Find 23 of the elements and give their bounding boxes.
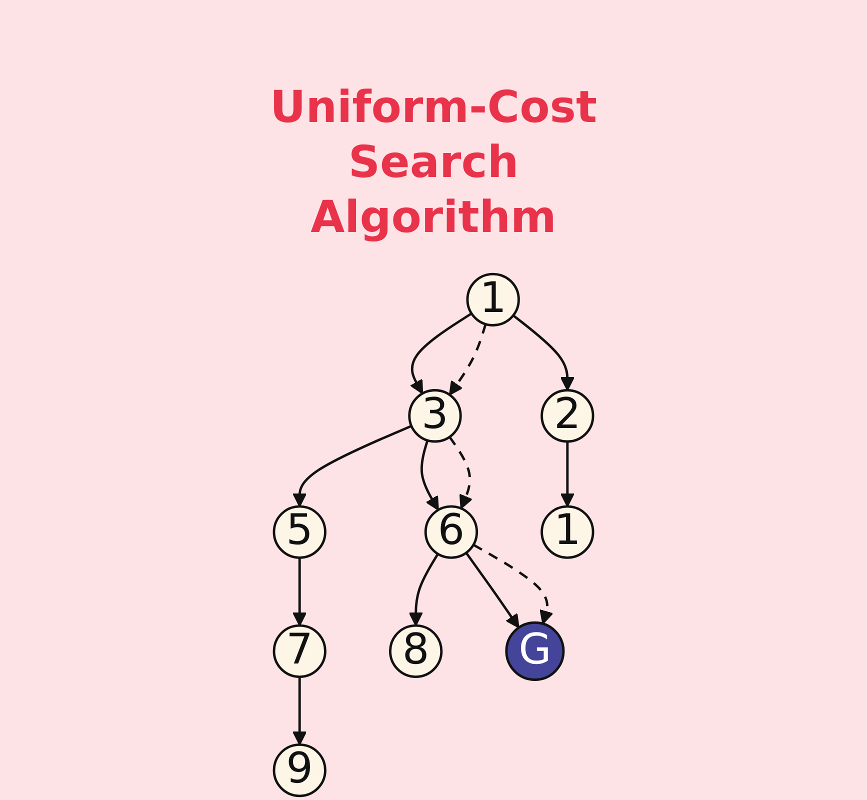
- arrow: [408, 553, 439, 626]
- node-circle: 2: [540, 389, 594, 443]
- node-circle: 1: [466, 272, 520, 326]
- title: Uniform-Cost Search Algorithm: [268, 81, 598, 245]
- arrow: [420, 440, 439, 511]
- node-circle: 7: [272, 624, 326, 678]
- arrow: [292, 558, 307, 626]
- arrow: [465, 552, 520, 628]
- node-circle: 3: [408, 389, 462, 443]
- arrow: [292, 424, 412, 508]
- node-circle: 5: [272, 505, 326, 559]
- arrow: [448, 436, 473, 510]
- node-circle: 6: [424, 505, 478, 559]
- node-circle: 8: [388, 624, 443, 678]
- arrow: [410, 312, 472, 394]
- arrow: [472, 544, 554, 624]
- arrow: [512, 314, 575, 391]
- arrow: [448, 324, 487, 396]
- arrow: [292, 676, 307, 746]
- node-circle: 9: [272, 743, 326, 798]
- node-circle: G: [505, 621, 565, 681]
- arrow: [560, 441, 575, 508]
- node-circle: 1: [540, 505, 594, 559]
